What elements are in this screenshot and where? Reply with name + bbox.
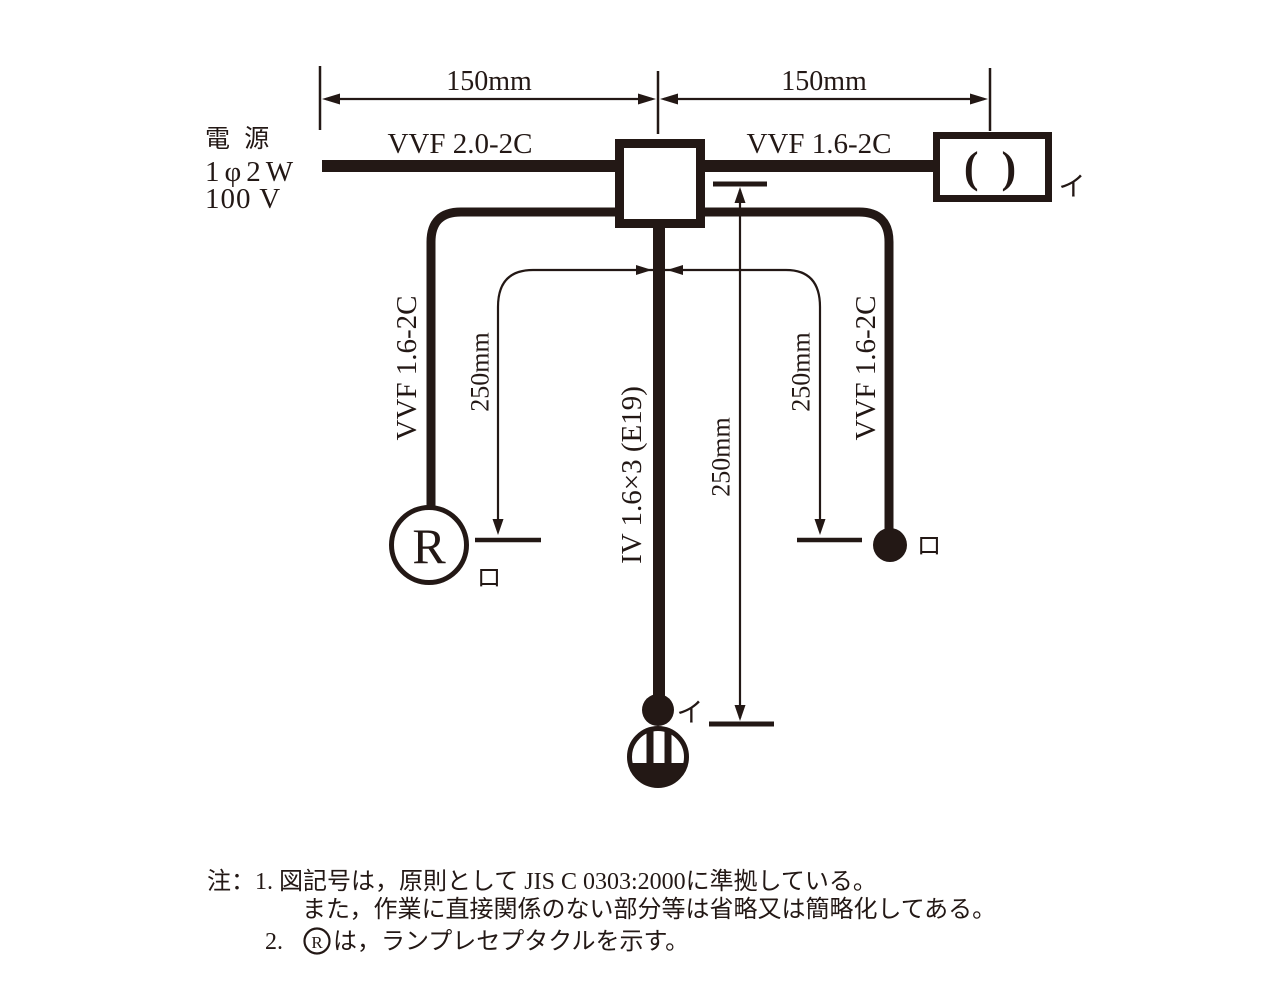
top-dimension-group: 150mm 150mm xyxy=(318,66,992,134)
cable-label-to-rosette: VVF 1.6-2C xyxy=(746,128,891,160)
lamp-receptacle-letter: R xyxy=(412,518,446,574)
dimension-label-top-right: 150mm xyxy=(781,66,867,97)
cable-label-branch-right: VVF 1.6-2C xyxy=(850,295,882,440)
switch-center-dot xyxy=(642,694,674,726)
note-line-2: また，作業に直接関係のない部分等は省略又は簡略化してある。 xyxy=(302,896,996,923)
power-source-name: 電 源 xyxy=(205,125,273,153)
note-circled-r-icon xyxy=(303,927,331,955)
switch-center-device: イ xyxy=(642,694,704,728)
circuit-label-switch-right: ロ xyxy=(916,533,941,560)
dimension-label-drop-center: 250mm xyxy=(707,417,736,496)
note-line-1: 注：1. 図記号は，原則として JIS C 0303:2000に準拠している。 xyxy=(207,868,877,895)
arrowhead-left-icon xyxy=(667,265,683,275)
circuit-label-switch-center: イ xyxy=(677,698,704,728)
dimension-label-drop-left: 250mm xyxy=(466,332,495,411)
dimension-label-drop-right: 250mm xyxy=(787,332,816,411)
arrowhead-left-icon xyxy=(322,93,340,105)
arrowhead-down-icon xyxy=(814,519,826,535)
rosette-base-fill xyxy=(632,763,684,786)
lamp-receptacle-circle xyxy=(389,505,469,585)
switch-right-device: ロ xyxy=(873,528,942,562)
power-source-voltage: 100 V xyxy=(205,183,281,215)
power-source-group: 電 源 1φ2W 100 V xyxy=(205,125,298,215)
drop-dimension-center-group: 250mm xyxy=(707,181,774,727)
junction-box xyxy=(615,139,705,228)
note-item2-prefix: 2. xyxy=(265,929,283,955)
notes-group: 注：1. 図記号は，原則として JIS C 0303:2000に準拠している。 … xyxy=(207,868,996,955)
ceiling-rosette-device: ( ) イ xyxy=(933,132,1086,202)
note-item2-suffix: は，ランプレセプタクルを示す。 xyxy=(333,928,689,955)
switch-right-dot xyxy=(873,528,907,562)
note-item2-symbol: R xyxy=(311,933,323,952)
cable-label-supply: VVF 2.0-2C xyxy=(387,128,532,160)
circuit-label-receptacle: ロ xyxy=(476,565,501,592)
round-ceiling-rosette-device xyxy=(627,726,689,788)
power-source-phase: 1φ2W xyxy=(205,156,298,188)
circuit-label-rosette: イ xyxy=(1059,172,1086,202)
lamp-receptacle-device: R ロ xyxy=(389,505,502,592)
arrowhead-left-icon xyxy=(660,93,678,105)
arrowhead-right-icon xyxy=(638,93,656,105)
cable-label-center-conduit: IV 1.6×3 (E19) xyxy=(616,386,648,564)
arrowhead-right-icon xyxy=(970,93,988,105)
arrowhead-down-icon xyxy=(734,705,746,721)
ceiling-rosette-box xyxy=(933,132,1052,202)
arrowhead-right-icon xyxy=(636,265,652,275)
dimension-label-top-left: 150mm xyxy=(446,66,532,97)
cable-label-branch-left: VVF 1.6-2C xyxy=(391,295,423,440)
arrowhead-up-icon xyxy=(734,187,746,203)
arrowhead-down-icon xyxy=(492,519,504,535)
ceiling-rosette-symbol: ( ) xyxy=(964,143,1022,192)
